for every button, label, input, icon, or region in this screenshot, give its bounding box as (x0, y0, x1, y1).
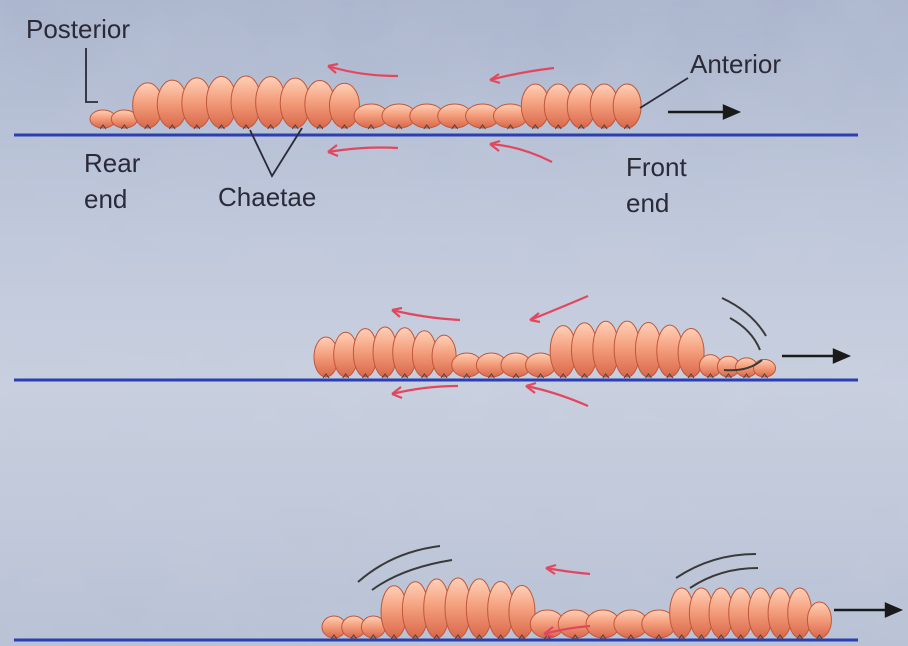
front-end-label-line2: end (626, 188, 669, 218)
anterior-label: Anterior (690, 49, 781, 79)
chaetae-label: Chaetae (218, 182, 316, 212)
worm-segment (807, 602, 831, 638)
posterior-label: Posterior (26, 14, 130, 44)
worm-segment (432, 335, 456, 377)
worm-segment (613, 84, 641, 128)
rear-end-label-line1: Rear (84, 148, 141, 178)
worm-segment (329, 83, 359, 128)
front-end-label-line1: Front (626, 152, 687, 182)
worm-segment (509, 586, 535, 638)
rear-end-label-line2: end (84, 184, 127, 214)
